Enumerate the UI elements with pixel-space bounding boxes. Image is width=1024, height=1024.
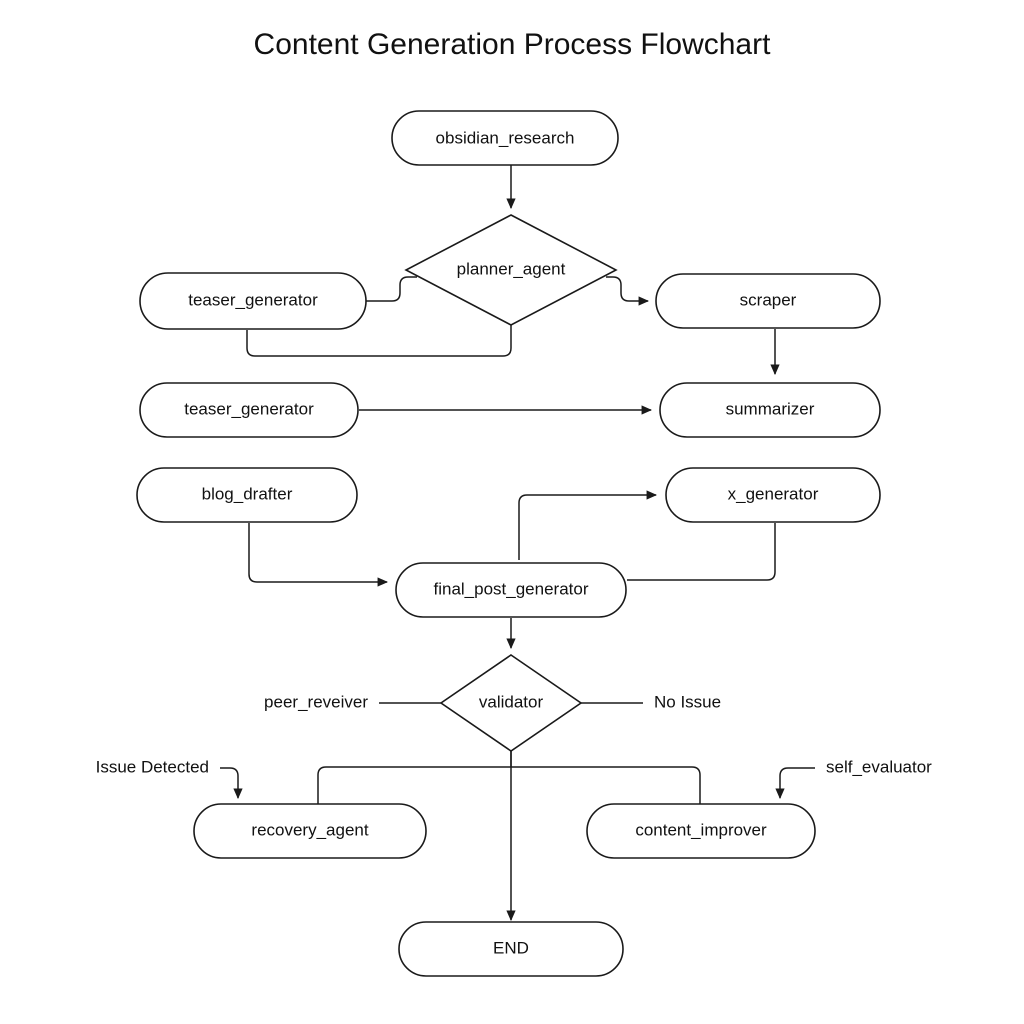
edge-label-no-issue: No Issue	[654, 692, 721, 711]
node-content-improver-shape[interactable]	[586, 803, 816, 859]
edge-validator-to-content-improver	[511, 766, 701, 804]
edge-planner-agent-to-teaser-generator-1	[246, 325, 512, 357]
node-recovery-agent-label: recovery_agent	[251, 820, 368, 839]
node-end[interactable]: END	[398, 921, 624, 977]
node-teaser-generator-2[interactable]: teaser_generator	[139, 382, 359, 438]
node-x-generator[interactable]: x_generator	[665, 467, 881, 523]
node-scraper-label: scraper	[740, 290, 797, 309]
page-title: Content Generation Process Flowchart	[254, 28, 772, 61]
node-scraper-shape[interactable]	[655, 273, 881, 329]
node-teaser-generator-1-label: teaser_generator	[188, 290, 318, 309]
node-content-improver[interactable]: content_improver	[586, 803, 816, 859]
edge-label-issue-detected: Issue Detected	[96, 757, 209, 776]
edge-label-layer: peer_reveiver No Issue Issue Detected se…	[96, 692, 933, 776]
node-end-shape[interactable]	[398, 921, 624, 977]
node-planner-agent-label: planner_agent	[457, 259, 566, 278]
node-obsidian-research[interactable]: obsidian_research	[391, 110, 619, 166]
edge-label-peer-reveiver: peer_reveiver	[264, 692, 368, 711]
edge-planner-agent-to-scraper	[606, 276, 650, 306]
node-obsidian-research-shape[interactable]	[391, 110, 619, 166]
node-blog-drafter-shape[interactable]	[136, 467, 358, 523]
node-summarizer-label: summarizer	[726, 399, 815, 418]
node-summarizer[interactable]: summarizer	[659, 382, 881, 438]
edge-teaser-generator-1-to-planner-agent	[366, 276, 417, 302]
edge-blog-drafter-to-final-post-generator	[248, 523, 389, 587]
node-final-post-generator[interactable]: final_post_generator	[395, 562, 627, 618]
node-teaser-generator-1[interactable]: teaser_generator	[139, 272, 367, 330]
node-teaser-generator-2-shape[interactable]	[139, 382, 359, 438]
node-planner-agent[interactable]: planner_agent	[404, 214, 618, 326]
node-planner-agent-shape[interactable]	[404, 214, 618, 326]
node-recovery-agent-shape[interactable]	[193, 803, 427, 859]
edge-x-generator-to-final-post-generator	[627, 523, 776, 581]
node-validator[interactable]: validator	[439, 654, 583, 752]
node-scraper[interactable]: scraper	[655, 273, 881, 329]
node-validator-label: validator	[479, 692, 544, 711]
node-blog-drafter-label: blog_drafter	[202, 484, 293, 503]
node-layer: obsidian_research planner_agent teaser_g…	[136, 110, 881, 977]
node-x-generator-shape[interactable]	[665, 467, 881, 523]
node-recovery-agent[interactable]: recovery_agent	[193, 803, 427, 859]
node-obsidian-research-label: obsidian_research	[436, 128, 575, 147]
edge-self-evaluator-to-content-improver	[775, 767, 815, 800]
edge-layer	[220, 165, 815, 922]
node-teaser-generator-1-shape[interactable]	[139, 272, 367, 330]
node-content-improver-label: content_improver	[635, 820, 767, 839]
node-final-post-generator-shape[interactable]	[395, 562, 627, 618]
node-teaser-generator-2-label: teaser_generator	[184, 399, 314, 418]
node-x-generator-label: x_generator	[728, 484, 819, 503]
node-blog-drafter[interactable]: blog_drafter	[136, 467, 358, 523]
edge-final-post-generator-to-x-generator	[518, 490, 658, 560]
node-final-post-generator-label: final_post_generator	[433, 579, 588, 598]
node-end-label: END	[493, 938, 529, 957]
edge-label-self-evaluator: self_evaluator	[826, 757, 932, 776]
node-summarizer-shape[interactable]	[659, 382, 881, 438]
edge-validator-to-recovery-agent	[317, 751, 512, 804]
edge-issue-detected-to-recovery-agent	[220, 767, 243, 800]
node-validator-shape[interactable]	[439, 654, 583, 752]
